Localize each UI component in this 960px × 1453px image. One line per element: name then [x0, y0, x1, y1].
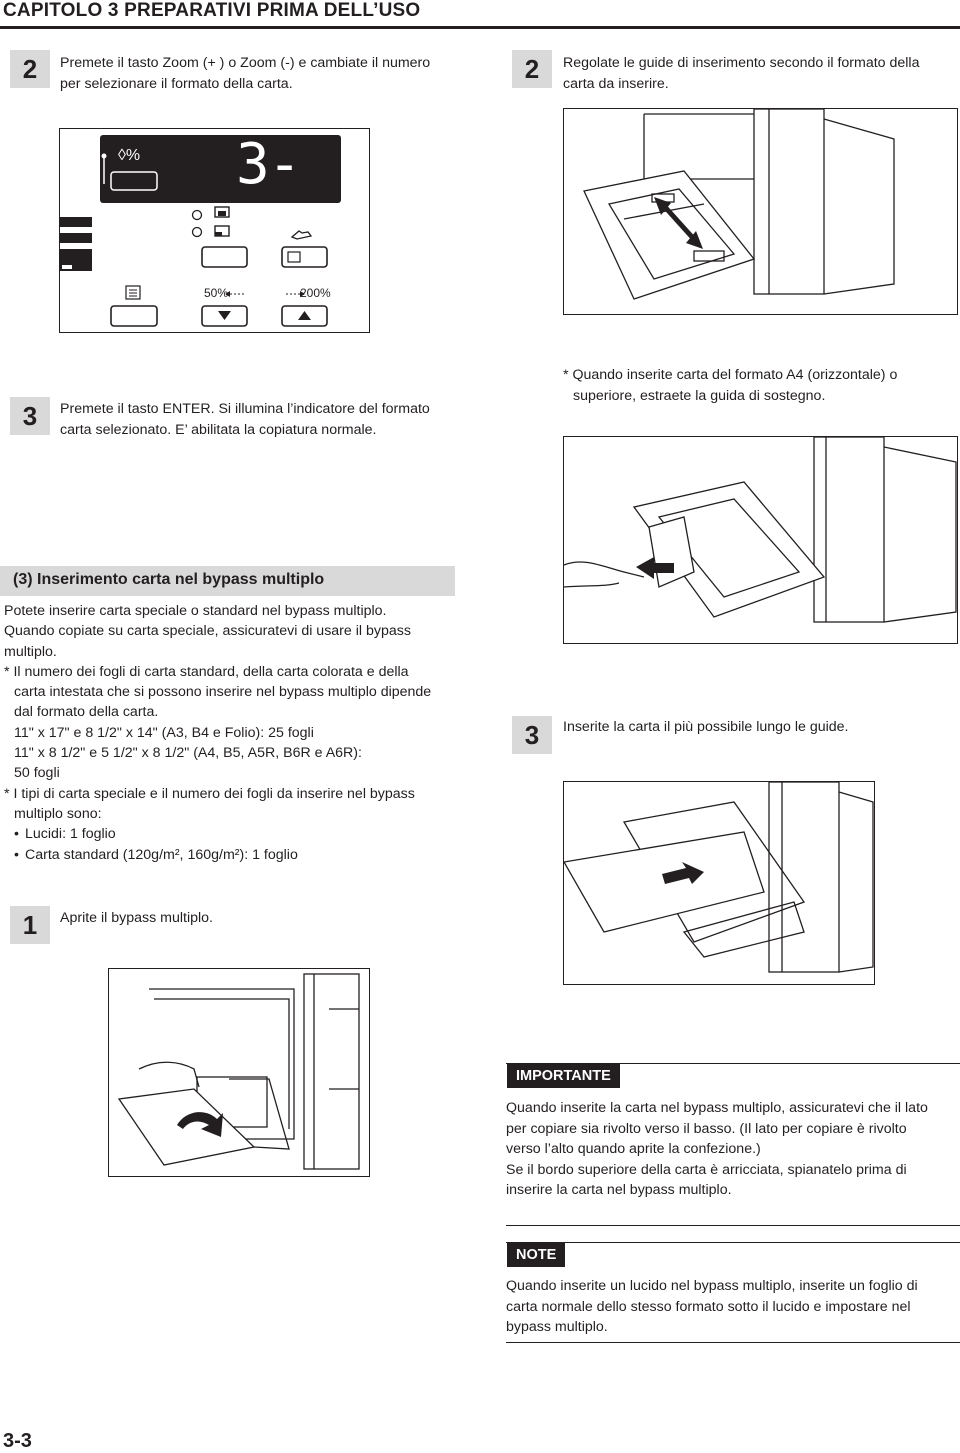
step-text: Premete il tasto ENTER. Si illumina l’in… — [60, 399, 430, 440]
text-line: Quando inserite un lucido nel bypass mul… — [506, 1278, 918, 1294]
section-heading-bar — [0, 566, 455, 596]
section-title: (3) Inserimento carta nel bypass multipl… — [13, 571, 325, 588]
bullet-text: Carta standard (120g/m², 160g/m²): 1 fog… — [25, 846, 298, 863]
note-text: Quando inserite un lucido nel bypass mul… — [506, 1276, 918, 1338]
step-text: Regolate le guide di inserimento secondo… — [563, 53, 919, 94]
note-line: dal formato della carta. — [14, 704, 159, 721]
importante-text: Quando inserite la carta nel bypass mult… — [506, 1098, 928, 1201]
text-line: Quando copiate su carta speciale, assicu… — [4, 623, 411, 640]
list-item: •Lucidi: 1 foglio — [14, 826, 116, 843]
step-number: 2 — [10, 50, 50, 88]
insert-paper-drawing — [562, 781, 874, 973]
paper-guides-illustration — [563, 108, 958, 315]
note-label: NOTE — [507, 1243, 566, 1267]
note-line: carta intestata che si possono inserire … — [14, 684, 432, 701]
open-bypass-illustration — [108, 968, 370, 1177]
text-line: Premete il tasto ENTER. Si illumina l’in… — [60, 401, 430, 417]
text-line: inserire la carta nel bypass multiplo. — [506, 1182, 732, 1198]
step-number: 2 — [512, 50, 552, 88]
text-line: Se il bordo superiore della carta è arri… — [506, 1161, 907, 1178]
step-text: Aprite il bypass multiplo. — [60, 910, 213, 926]
zoom-label-50: 50% — [204, 286, 229, 300]
text-line: bypass multiplo. — [506, 1319, 608, 1335]
chapter-title: CAPITOLO 3 PREPARATIVI PRIMA DELL’USO — [3, 0, 421, 21]
step-text: Premete il tasto Zoom (+ ) o Zoom (-) e … — [60, 53, 430, 94]
note-line: * I tipi di carta speciale e il numero d… — [4, 785, 415, 802]
step-number: 3 — [512, 716, 552, 754]
note-line: 11" x 8 1/2" e 5 1/2" x 8 1/2" (A4, B5, … — [14, 745, 362, 762]
insert-paper-illustration — [562, 781, 875, 985]
text-line: Premete il tasto Zoom (+ ) o Zoom (-) e … — [60, 55, 431, 71]
text-line: * Quando inserite carta del formato A4 (… — [563, 367, 898, 383]
support-guide-illustration — [563, 436, 958, 644]
text-line: Quando inserite la carta nel bypass mult… — [506, 1100, 928, 1116]
text-line: Potete inserire carta speciale o standar… — [4, 603, 387, 619]
rule — [506, 1225, 960, 1226]
list-item: •Carta standard (120g/m², 160g/m²): 1 fo… — [14, 846, 298, 863]
importante-tag: IMPORTANTE — [507, 1064, 620, 1088]
text-line: carta normale dello stesso formato sotto… — [506, 1298, 911, 1315]
page-number: 3-3 — [3, 1430, 32, 1452]
paper-guides-drawing — [583, 108, 895, 300]
text-line: per selezionare il formato della carta. — [60, 75, 293, 92]
header-rule — [0, 26, 960, 29]
section-body: Potete inserire carta speciale o standar… — [4, 601, 431, 865]
rule — [506, 1342, 960, 1343]
zoom-label-200: 200% — [300, 286, 331, 300]
step-text: Inserite la carta il più possibile lungo… — [563, 719, 849, 735]
text-line: verso l’alto quando aprite la confezione… — [506, 1141, 761, 1157]
rule — [506, 1063, 960, 1064]
control-panel-illustration: ◊% 3- 50% 200% — [59, 128, 370, 333]
text-line: multiplo. — [4, 643, 57, 660]
note-line: 50 fogli — [14, 765, 60, 782]
step-number: 1 — [10, 906, 50, 944]
percent-icon: ◊% — [118, 147, 141, 164]
open-bypass-drawing — [117, 973, 360, 1170]
note-line: 11" x 17" e 8 1/2" x 14" (A3, B4 e Folio… — [14, 724, 314, 741]
bullet-text: Lucidi: 1 foglio — [25, 826, 116, 843]
importante-label: IMPORTANTE — [507, 1064, 620, 1088]
support-guide-drawing — [563, 436, 957, 623]
step-number: 3 — [10, 397, 50, 435]
note-a4: * Quando inserite carta del formato A4 (… — [563, 365, 897, 406]
seven-segment-display: 3- — [236, 132, 301, 197]
control-panel-drawing — [60, 135, 341, 327]
text-line: per copiare sia rivolto verso il basso. … — [506, 1120, 907, 1137]
note-line: multiplo sono: — [14, 805, 102, 822]
note-tag: NOTE — [507, 1243, 566, 1267]
text-line: carta selezionato. E’ abilitata la copia… — [60, 421, 377, 438]
note-line: * Il numero dei fogli di carta standard,… — [4, 663, 409, 680]
text-line: superiore, estraete la guida di sostegno… — [573, 387, 826, 404]
text-line: carta da inserire. — [563, 75, 669, 92]
text-line: Regolate le guide di inserimento secondo… — [563, 55, 920, 71]
rule — [506, 1242, 960, 1243]
